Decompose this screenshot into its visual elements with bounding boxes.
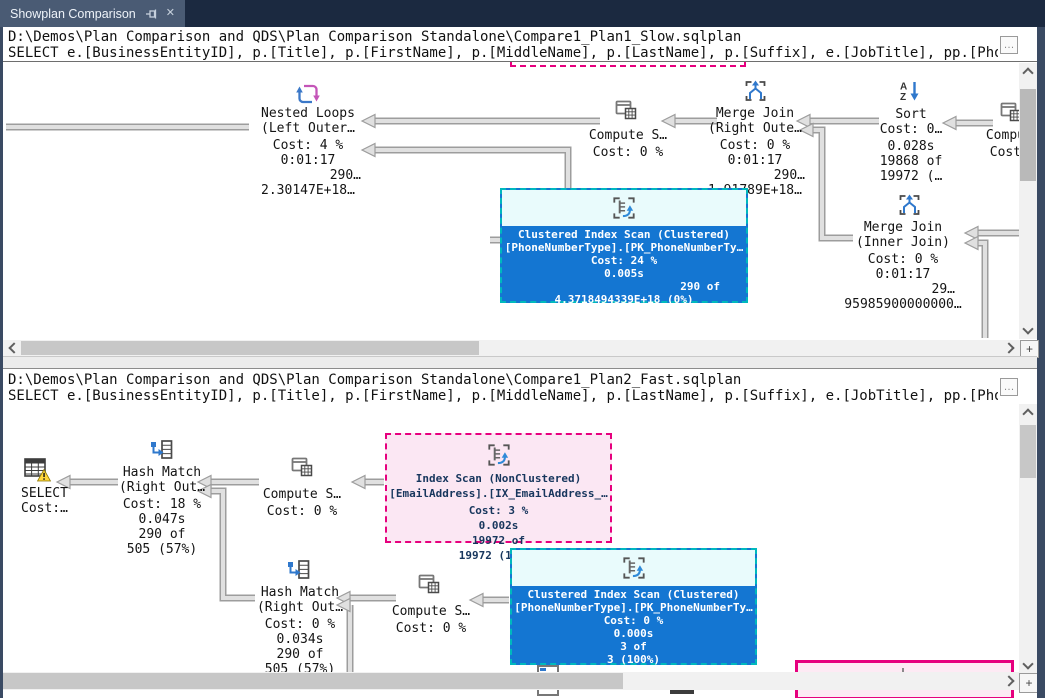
plan2-pane: D:\Demos\Plan Comparison and QDS\Plan Co… [3,368,1037,698]
plan-node-clustered-index-scan-highlighted[interactable]: Clustered Index Scan (Clustered)[PhoneNu… [500,188,748,306]
scan-icon-area [512,550,755,586]
nested-loops-icon [296,82,320,106]
partial-node-icon [537,665,559,674]
hash-match-icon [149,438,175,462]
compute-scalar-icon [614,98,638,122]
plan-node-clustered-index-scan-highlighted[interactable]: Clustered Index Scan (Clustered)[PhoneNu… [510,548,757,666]
pin-icon[interactable] [145,8,157,20]
sort-icon [898,79,922,103]
plan2-header: D:\Demos\Plan Comparison and QDS\Plan Co… [3,368,1037,404]
scroll-down-icon[interactable] [1019,657,1037,674]
pane-splitter[interactable] [3,356,1037,369]
scrollbar-thumb[interactable] [1020,425,1036,478]
close-icon[interactable]: ✕ [165,7,175,19]
scan-icon-area [387,435,610,471]
scroll-up-icon[interactable] [1019,404,1037,421]
plan1-pane: D:\Demos\Plan Comparison and QDS\Plan Co… [3,27,1039,358]
node-label: Clustered Index Scan (Clustered)[PhoneNu… [504,228,744,306]
scroll-down-icon[interactable] [1019,322,1037,339]
merge-join-icon [743,79,768,103]
partial-node-icon [537,690,559,696]
scroll-right-icon[interactable] [1001,672,1019,690]
scan-icon-area [502,190,746,226]
plan-node-index-scan-highlighted[interactable]: Index Scan (NonClustered)[EmailAddress].… [385,433,612,562]
offscreen-node-highlight-partial [510,62,746,67]
window-left-border [0,27,3,698]
node-label: Compute S…Cost: 0 % [588,128,668,160]
partial-node-icon [670,690,694,694]
plan1-more-button[interactable]: … [1000,36,1018,54]
tab-bar: Showplan Comparison ✕ [0,0,1045,27]
plan2-connectors [55,474,509,678]
plan1-horizontal-scrollbar[interactable]: + [3,340,1039,358]
clustered-index-scan-icon [610,195,638,221]
window-right-border [1037,27,1045,698]
scroll-left-icon[interactable] [3,340,21,356]
plan2-file-path: D:\Demos\Plan Comparison and QDS\Plan Co… [8,372,742,388]
plan2-zoom-plus-button[interactable]: + [1019,673,1037,693]
node-label: Clustered Index Scan (Clustered)[PhoneNu… [514,588,753,666]
node-label: Nested Loops(Left Outer…Cost: 4 %0:01:17… [261,106,361,198]
index-scan-icon [485,442,513,468]
compute-scalar-icon [290,455,314,479]
merge-join-icon [897,193,922,217]
scrollbar-thumb[interactable] [1020,89,1036,181]
plan2-more-button[interactable]: … [1000,378,1018,396]
tab-showplan-comparison[interactable]: Showplan Comparison ✕ [0,0,185,27]
plan1-canvas: Nested Loops(Left Outer…Cost: 4 %0:01:17… [3,62,1037,340]
compute-scalar-icon [417,572,441,596]
plan1-vertical-scrollbar[interactable] [1019,63,1037,339]
scrollbar-thumb[interactable] [21,341,479,355]
clustered-index-scan-icon [620,555,648,581]
plan2-query-text: SELECT e.[BusinessEntityID], p.[Title], … [8,388,998,404]
plan1-query-text: SELECT e.[BusinessEntityID], p.[Title], … [8,45,998,61]
node-label: Compute S…Cost: 0 % [262,487,342,519]
scrollbar-thumb[interactable] [3,673,623,689]
scroll-right-icon[interactable] [1001,340,1019,356]
plan1-file-path: D:\Demos\Plan Comparison and QDS\Plan Co… [8,29,742,45]
warning-icon [37,469,51,482]
node-label: Compute S…Cost: 0 % [391,604,471,636]
scroll-up-icon[interactable] [1019,63,1037,80]
plan2-horizontal-scrollbar[interactable] [3,672,1019,690]
plan1-header: D:\Demos\Plan Comparison and QDS\Plan Co… [3,27,1037,62]
tab-title: Showplan Comparison [10,6,136,21]
hash-match-icon [286,558,312,582]
node-label: Index Scan (NonClustered)[EmailAddress].… [389,472,608,562]
plan2-vertical-scrollbar[interactable] [1019,404,1037,674]
